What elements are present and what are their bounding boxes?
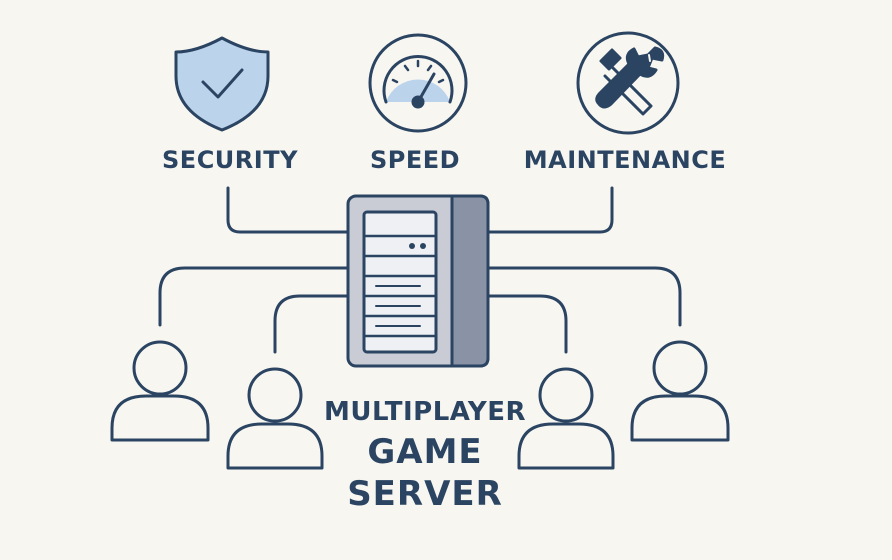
connector-player-2 [273,294,350,354]
player-4-icon [630,340,730,442]
maintenance-label: MAINTENANCE [523,146,727,174]
player-2-icon [226,367,324,470]
server-title-line3: SERVER [347,474,503,514]
security-label: SECURITY [162,146,298,174]
connector-player-3 [486,294,568,354]
connector-player-4 [486,266,682,327]
speed-label: SPEED [369,146,461,174]
server-title-line1: MULTIPLAYER [323,397,527,427]
connector-security [226,186,350,234]
wrench-screwdriver-icon [576,31,680,135]
connector-maintenance [486,186,614,234]
connector-player-1 [158,266,350,327]
speedometer-icon [368,33,468,133]
server-tower-icon [346,194,490,368]
player-1-icon [110,340,210,442]
player-3-icon [517,367,615,470]
shield-check-icon [174,36,270,132]
server-title-line2: GAME [367,432,483,472]
